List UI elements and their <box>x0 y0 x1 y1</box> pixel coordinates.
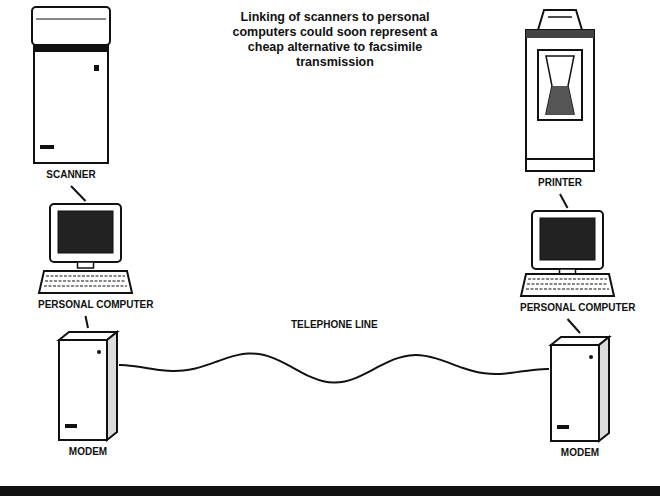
modem-illustration <box>549 335 611 443</box>
monitor-case <box>532 211 603 269</box>
lid-groove <box>36 19 106 20</box>
scanner-lid <box>32 7 110 45</box>
modem-front <box>551 345 599 441</box>
key-row <box>46 275 125 276</box>
modem-illustration <box>57 330 119 442</box>
device-label: MODEM <box>549 447 611 459</box>
modem-badge <box>65 424 77 428</box>
scanner-illustration <box>30 5 112 165</box>
scanner-band <box>34 45 108 52</box>
printer-top <box>526 30 594 38</box>
key-row <box>44 285 127 286</box>
cable <box>568 319 581 333</box>
modem-side <box>107 332 117 440</box>
cable <box>560 194 568 208</box>
device-label: SCANNER <box>30 169 112 181</box>
printer-window <box>538 50 582 120</box>
pc-illustration <box>520 210 615 298</box>
key-row <box>526 288 609 289</box>
modem-front <box>59 340 107 440</box>
modem-node: MODEM <box>549 335 611 462</box>
printer-body <box>526 30 594 171</box>
printed-sheet <box>546 56 574 114</box>
key-row <box>45 280 126 281</box>
bottom-rule <box>0 486 660 496</box>
modem-node: MODEM <box>57 330 119 461</box>
monitor-screen <box>58 211 113 253</box>
cable <box>86 316 89 328</box>
monitor-screen <box>540 218 595 260</box>
modem-side <box>599 337 609 441</box>
line-label: TELEPHONE LINE <box>288 319 381 331</box>
computer-node: PERSONAL COMPUTER <box>520 210 615 317</box>
printer-node: PRINTER <box>524 8 596 192</box>
scanner-body <box>34 45 108 163</box>
keyboard <box>39 271 132 293</box>
monitor-stand <box>78 262 94 268</box>
scanner-node: SCANNER <box>30 5 112 184</box>
modem-lamp <box>97 350 101 354</box>
monitor-case <box>50 204 121 262</box>
paper-tray <box>538 10 582 30</box>
keyboard <box>521 274 614 296</box>
printer-base <box>526 159 594 171</box>
device-label: PRINTER <box>524 177 596 189</box>
key-row <box>528 278 607 279</box>
scanner-button <box>94 65 99 71</box>
device-label: PERSONAL COMPUTER <box>38 299 133 311</box>
sheet-shadow <box>546 86 574 114</box>
pc-illustration <box>38 203 133 295</box>
printer-illustration <box>524 8 596 173</box>
device-label: PERSONAL COMPUTER <box>520 302 615 314</box>
cable <box>71 186 86 201</box>
title-text: Linking of scanners to personal computer… <box>226 10 444 70</box>
modem-lamp <box>589 355 593 359</box>
paper-sheet <box>548 16 572 18</box>
telephone-line <box>119 354 549 383</box>
modem-badge <box>557 425 569 429</box>
device-label: MODEM <box>57 446 119 458</box>
computer-node: PERSONAL COMPUTER <box>38 203 133 314</box>
scanner-badge <box>40 145 54 149</box>
key-row <box>527 283 608 284</box>
